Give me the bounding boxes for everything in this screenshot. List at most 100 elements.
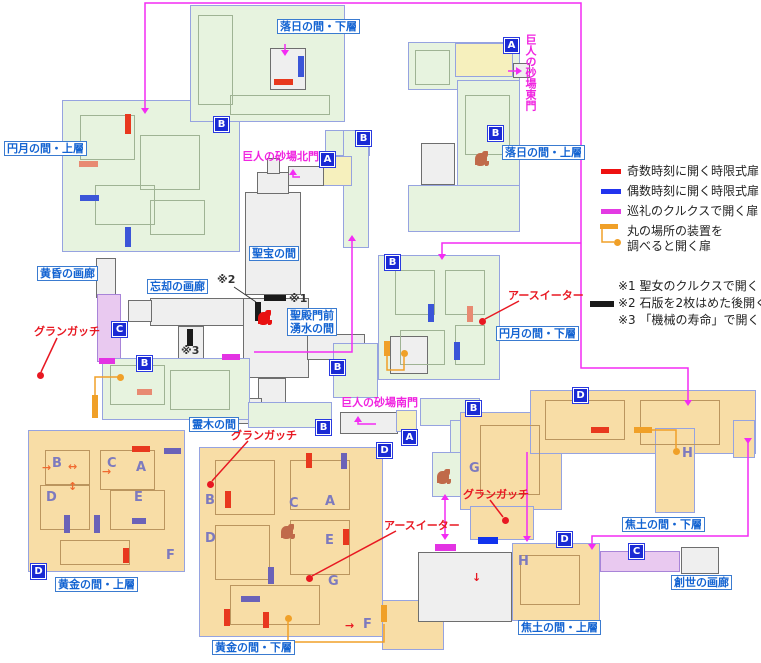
maze-line — [150, 200, 205, 235]
central-gray-complex — [96, 258, 116, 298]
maze-line — [60, 540, 130, 565]
stair-badge-B: B — [385, 255, 400, 270]
door-purple — [341, 453, 347, 469]
door-magenta — [222, 354, 240, 360]
legend-note: ※3 「機械の寿命」で開く — [618, 313, 760, 327]
maze-line — [640, 400, 720, 445]
direction-arrow: ↔ — [68, 460, 78, 473]
door-magenta — [99, 358, 115, 364]
room-name-label: 霊木の間 — [189, 417, 239, 432]
maze-line — [198, 15, 233, 105]
area-letter-E: E — [325, 533, 334, 548]
door-orange — [381, 605, 387, 622]
legend-note: ※1 聖女のクルクスで開く — [618, 279, 759, 293]
door-red — [591, 427, 609, 433]
door-blue — [125, 227, 131, 247]
room-name-label: 落日の間・上層 — [502, 145, 585, 160]
maze-line — [415, 50, 450, 85]
maze-line — [215, 460, 275, 515]
area-letter-H: H — [518, 554, 529, 569]
maze-line — [480, 425, 540, 495]
door-magenta — [435, 544, 456, 551]
door-purple — [268, 567, 274, 584]
stair-badge-A: A — [320, 152, 335, 167]
direction-arrow: ↓ — [472, 571, 482, 584]
maze-line — [445, 270, 485, 315]
legend-item-label: 巡礼のクルクスで開く扉 — [627, 204, 759, 218]
stair-badge-B: B — [137, 356, 152, 371]
area-letter-B: B — [205, 493, 215, 508]
maze-line — [400, 330, 445, 365]
door-red — [274, 79, 293, 85]
area-letter-H: H — [682, 446, 693, 461]
monster-splat-icon — [437, 471, 449, 484]
stair-badge-C: C — [112, 322, 127, 337]
door-purple — [164, 448, 181, 454]
direction-arrow: → — [42, 461, 52, 474]
enemy-label: アースイーター — [384, 519, 460, 532]
maze-line — [290, 460, 350, 510]
legend-item-label: 奇数時刻に開く時限式扉 — [627, 164, 760, 178]
door-red — [224, 609, 230, 626]
enemy-dot — [479, 318, 486, 325]
area-letter-C: C — [107, 456, 117, 471]
room-name-label: 焦土の間・下層 — [622, 517, 705, 532]
monster-splat-icon — [258, 312, 270, 325]
stair-badge-B: B — [356, 131, 371, 146]
device-door-orange — [384, 341, 390, 356]
area-letter-D: D — [46, 490, 57, 505]
door-blue — [454, 342, 460, 360]
maze-line — [230, 95, 330, 115]
minamimon-gray-pipe — [340, 412, 398, 434]
maze-line — [140, 135, 200, 190]
door-orange — [634, 427, 652, 433]
minamimon-yellow — [396, 410, 417, 432]
stair-badge-A: A — [402, 430, 417, 445]
note-mark: ※3 — [181, 344, 200, 357]
seiho-room — [257, 172, 289, 194]
door-black — [264, 295, 286, 301]
maze-line — [95, 185, 155, 225]
legend-note: ※2 石版を2枚はめた後開く — [618, 296, 761, 310]
area-letter-G: G — [328, 574, 339, 589]
sosei-gray-room — [681, 547, 719, 574]
door-red — [343, 529, 349, 545]
shodo-kaso-room — [733, 420, 755, 458]
stair-badge-B: B — [214, 117, 229, 132]
stair-badge-B: B — [488, 126, 503, 141]
area-letter-A: A — [325, 494, 336, 509]
room-name-label: 黄金の間・下層 — [212, 640, 295, 655]
legend-item-label: 丸の場所の装置を 調べると開く扉 — [627, 224, 724, 253]
direction-arrow: ↕ — [68, 480, 78, 493]
device-door-orange — [600, 224, 618, 229]
area-letter-A: A — [136, 460, 147, 475]
room-name-label: 聖殿門前 湧水の間 — [287, 308, 337, 336]
maze-line — [230, 585, 320, 625]
legend-swatch — [601, 169, 621, 174]
enemy-label: グランガッチ — [463, 488, 529, 501]
direction-arrow: → — [102, 465, 112, 478]
door-red — [132, 446, 150, 452]
legend-swatch — [601, 189, 621, 194]
device-dot — [285, 615, 292, 622]
direction-arrow: → — [345, 619, 355, 632]
room-name-label: 創世の画廊 — [671, 575, 732, 590]
rakujitsu-joso-gray — [421, 143, 455, 185]
monster-splat-icon — [475, 153, 487, 166]
door-purple — [64, 515, 70, 533]
gate-name-label: 巨人の砂場北門 — [242, 150, 319, 163]
hokumon-gray-stub — [288, 166, 324, 186]
room-name-label: 黄昏の画廊 — [37, 266, 98, 281]
maze-line — [290, 520, 350, 575]
door-purple — [94, 515, 100, 533]
maze-line — [100, 450, 155, 490]
device-dot — [117, 374, 124, 381]
stair-badge-B: B — [330, 360, 345, 375]
area-letter-E: E — [134, 490, 143, 505]
gate-name-label: 巨人の砂場東門 — [524, 34, 537, 111]
stair-badge-B: B — [316, 420, 331, 435]
device-door-orange — [92, 395, 98, 418]
stair-badge-D: D — [573, 388, 588, 403]
stair-badge-D: D — [31, 564, 46, 579]
